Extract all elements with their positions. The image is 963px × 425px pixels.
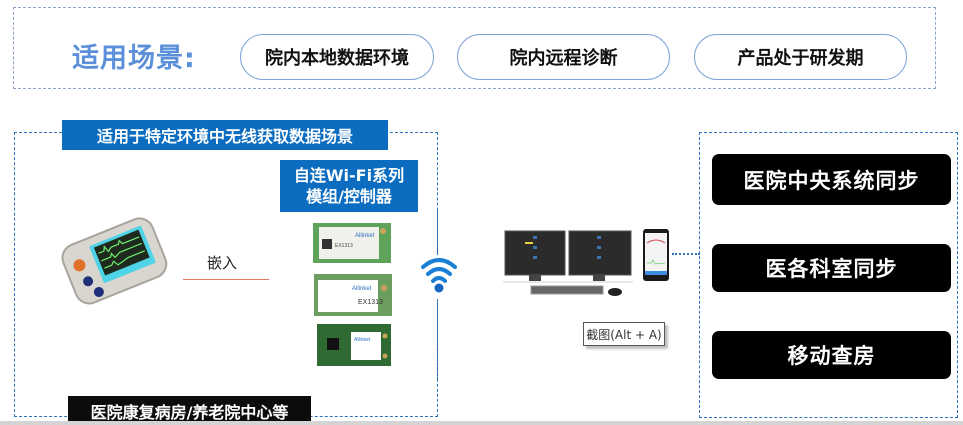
- left-panel-footer: 医院康复病房/养老院中心等: [68, 396, 311, 425]
- wifi-module-label-line1: 自连Wi-Fi系列: [293, 166, 405, 185]
- wifi-icon: [421, 255, 457, 299]
- scenario-pill-local-data: 院内本地数据环境: [240, 34, 434, 80]
- right-panel: [699, 132, 958, 418]
- mobile-phone-image: [643, 229, 669, 285]
- svg-text:Allinket: Allinket: [352, 286, 372, 292]
- scenario-container: [13, 7, 936, 89]
- wifi-module-label-line2: 模组/控制器: [306, 187, 392, 206]
- embed-label: 嵌入: [207, 254, 238, 272]
- scenario-title: 适用场景:: [72, 43, 196, 74]
- svg-text:Allinket: Allinket: [354, 337, 371, 343]
- bottom-edge-bar: [0, 421, 963, 425]
- mobile-ward-round-label: 移动查房: [712, 331, 951, 379]
- screenshot-tooltip: 截图(Alt + A): [583, 322, 665, 346]
- sync-departments-label: 医各科室同步: [712, 244, 951, 292]
- svg-text:EX1313: EX1313: [335, 243, 353, 249]
- svg-text:EX1313: EX1313: [358, 299, 383, 306]
- workstation-image: [503, 228, 633, 302]
- patient-monitor-image: [58, 212, 170, 312]
- phone-connection-dots: [672, 253, 700, 255]
- svg-text:Allinket: Allinket: [355, 233, 375, 239]
- embed-arrow-line: [183, 279, 269, 280]
- wifi-module-image-3: Allinket: [317, 324, 391, 370]
- sync-central-system-label: 医院中央系统同步: [712, 154, 951, 205]
- scenario-pill-rd-stage: 产品处于研发期: [694, 34, 907, 80]
- scenario-pill-remote-diagnosis: 院内远程诊断: [457, 34, 670, 80]
- left-panel-header: 适用于特定环境中无线获取数据场景: [62, 120, 388, 150]
- wifi-module-label: 自连Wi-Fi系列 模组/控制器: [280, 160, 418, 212]
